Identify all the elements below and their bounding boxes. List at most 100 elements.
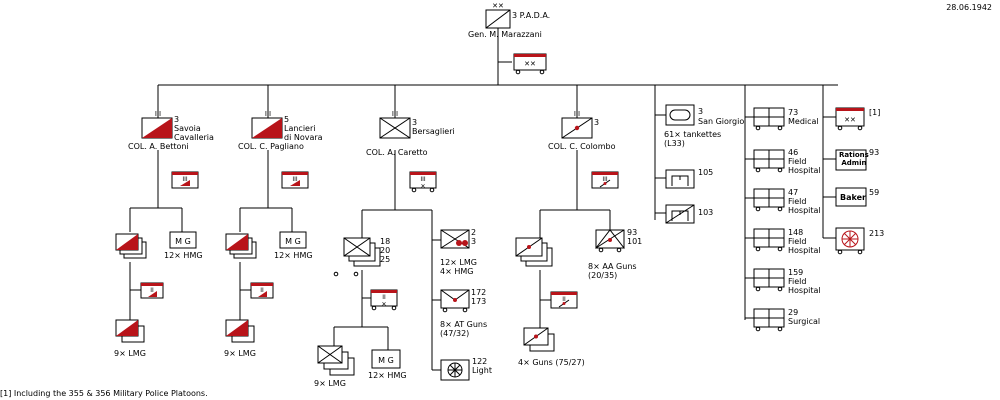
artillery-group-hq-symbol: II bbox=[550, 291, 578, 309]
tank-battalion-symbol bbox=[665, 104, 695, 126]
medical-unit-29-symbol bbox=[753, 308, 785, 332]
tank-number: 3 bbox=[698, 107, 704, 116]
bersaglieri-company-group-symbol bbox=[317, 345, 355, 376]
artillery-aa-battery-symbol bbox=[594, 229, 626, 253]
novara-sub-hq-symbol: II bbox=[250, 282, 274, 299]
bersaglieri-mg-company-symbol bbox=[440, 229, 470, 249]
svg-text:✕✕: ✕✕ bbox=[524, 60, 536, 68]
bersaglieri-mg-numbers: 2 3 bbox=[471, 228, 477, 246]
savoia-hmg-label: 12× HMG bbox=[164, 251, 203, 260]
tank-equipment: 61× tankettes (L33) bbox=[664, 130, 722, 148]
medical-unit-46-symbol bbox=[753, 149, 785, 173]
svg-text:III: III bbox=[574, 110, 580, 118]
svg-text:✕✕: ✕✕ bbox=[844, 116, 856, 124]
rations-admin-symbol bbox=[835, 149, 867, 171]
svg-text:II: II bbox=[562, 296, 566, 303]
chart-date: 28.06.1942 bbox=[946, 3, 992, 12]
bersaglieri-at-equipment: 8× AT Guns (47/32) bbox=[440, 320, 488, 338]
transport-number: 213 bbox=[869, 229, 885, 238]
footnote: [1] Including the 355 & 356 Military Pol… bbox=[0, 389, 208, 398]
novara-regiment-symbol: III bbox=[251, 110, 283, 139]
artillery-group-symbol bbox=[515, 237, 553, 267]
novara-hmg-label: 12× HMG bbox=[274, 251, 313, 260]
bersaglieri-battalion-numbers: 18 20 25 bbox=[380, 237, 391, 264]
svg-text:III: III bbox=[182, 176, 188, 183]
division-hq-support-symbol: ✕✕ bbox=[513, 53, 547, 75]
medical-unit-159-symbol bbox=[753, 268, 785, 292]
svg-text:M G: M G bbox=[378, 356, 394, 365]
division-commander: Gen. M. Marazzani bbox=[468, 30, 542, 39]
division-unit-number: 3 P.A.D.A. bbox=[512, 11, 551, 20]
novara-lmg-label: 9× LMG bbox=[224, 349, 256, 358]
savoia-mg-squadron-symbol: M G bbox=[169, 231, 197, 249]
bersaglieri-light-company-symbol bbox=[440, 359, 470, 381]
artillery-guns-label: 4× Guns (75/27) bbox=[518, 358, 585, 367]
medical-29-number: 29 bbox=[788, 308, 799, 317]
rations-admin-label: Rations Admin bbox=[839, 151, 869, 167]
svg-text:II: II bbox=[260, 287, 264, 294]
novara-number: 5 bbox=[284, 115, 290, 124]
rations-admin-number: 93 bbox=[869, 148, 880, 157]
savoia-platoon-group-symbol bbox=[115, 319, 145, 343]
savoia-commander: COL. A. Bettoni bbox=[128, 142, 189, 151]
savoia-hq-squadron-symbol: III bbox=[171, 171, 199, 189]
bersaglieri-mg-equipment: 12× LMG 4× HMG bbox=[440, 258, 477, 276]
savoia-regiment-symbol: III bbox=[141, 110, 173, 139]
savoia-sub-hq-symbol: II bbox=[140, 282, 164, 299]
svg-text:M G: M G bbox=[285, 237, 301, 246]
services-mp-ref: [1] bbox=[869, 108, 881, 117]
novara-platoon-group-symbol bbox=[225, 319, 255, 343]
novara-commander: COL. C. Pagliano bbox=[238, 142, 304, 151]
tank-sub-105: 105 bbox=[698, 168, 714, 177]
bersaglieri-name: Bersaglieri bbox=[412, 127, 455, 136]
svg-text:III: III bbox=[420, 176, 426, 183]
baker-label: Baker bbox=[840, 193, 866, 202]
medical-unit-148-symbol bbox=[753, 228, 785, 252]
artillery-aa-equipment: 8× AA Guns (20/35) bbox=[588, 262, 637, 280]
svg-text:✕✕: ✕✕ bbox=[492, 2, 504, 10]
novara-hq-squadron-symbol: III bbox=[281, 171, 309, 189]
savoia-name: Savoia Cavalleria bbox=[174, 124, 214, 142]
bersaglieri-hmg-label: 12× HMG bbox=[368, 371, 407, 380]
medical-46-name: Field Hospital bbox=[788, 157, 821, 175]
medical-unit-47-symbol bbox=[753, 188, 785, 212]
svg-text:III: III bbox=[602, 176, 608, 183]
bersaglieri-commander: COL. A. Caretto bbox=[366, 148, 428, 157]
artillery-hq-battery-symbol: III bbox=[591, 171, 619, 189]
bersaglieri-lmg-label: 9× LMG bbox=[314, 379, 346, 388]
bersaglieri-at-numbers: 172 173 bbox=[471, 288, 487, 306]
artillery-battery-group-symbol bbox=[523, 327, 555, 352]
medical-47-number: 47 bbox=[788, 188, 799, 197]
bersaglieri-at-company-symbol bbox=[440, 289, 470, 313]
savoia-squadron-group-symbol bbox=[115, 233, 147, 259]
bersaglieri-battalion-group-symbol bbox=[333, 237, 381, 277]
savoia-number: 3 bbox=[174, 115, 180, 124]
svg-text:✕: ✕ bbox=[420, 183, 425, 190]
artillery-regiment-symbol: III bbox=[561, 110, 593, 139]
medical-159-number: 159 bbox=[788, 268, 804, 277]
medical-29-name: Surgical bbox=[788, 317, 821, 326]
medical-159-name: Field Hospital bbox=[788, 277, 821, 295]
svg-text:✕: ✕ bbox=[381, 301, 386, 308]
medical-47-name: Field Hospital bbox=[788, 197, 821, 215]
transport-symbol bbox=[835, 227, 865, 255]
medical-148-name: Field Hospital bbox=[788, 237, 821, 255]
tank-sub-unit-105-symbol bbox=[665, 169, 695, 189]
bersaglieri-mg-platoon-symbol: M G bbox=[371, 349, 401, 369]
bersaglieri-hq-company-symbol: III ✕ bbox=[409, 171, 437, 193]
medical-148-number: 148 bbox=[788, 228, 804, 237]
baker-symbol bbox=[835, 187, 867, 207]
bersaglieri-battalion-hq-symbol: II ✕ bbox=[370, 289, 398, 311]
medical-46-number: 46 bbox=[788, 148, 799, 157]
svg-text:III: III bbox=[265, 110, 271, 118]
savoia-lmg-label: 9× LMG bbox=[114, 349, 146, 358]
baker-number: 59 bbox=[869, 188, 880, 197]
novara-name: Lancieri di Novara bbox=[284, 124, 323, 142]
tank-sub-103: 103 bbox=[698, 208, 714, 217]
artillery-aa-numbers: 93 101 bbox=[627, 228, 643, 246]
svg-text:III: III bbox=[392, 110, 398, 118]
novara-mg-squadron-symbol: M G bbox=[279, 231, 307, 249]
medical-unit-73-symbol bbox=[753, 107, 785, 131]
